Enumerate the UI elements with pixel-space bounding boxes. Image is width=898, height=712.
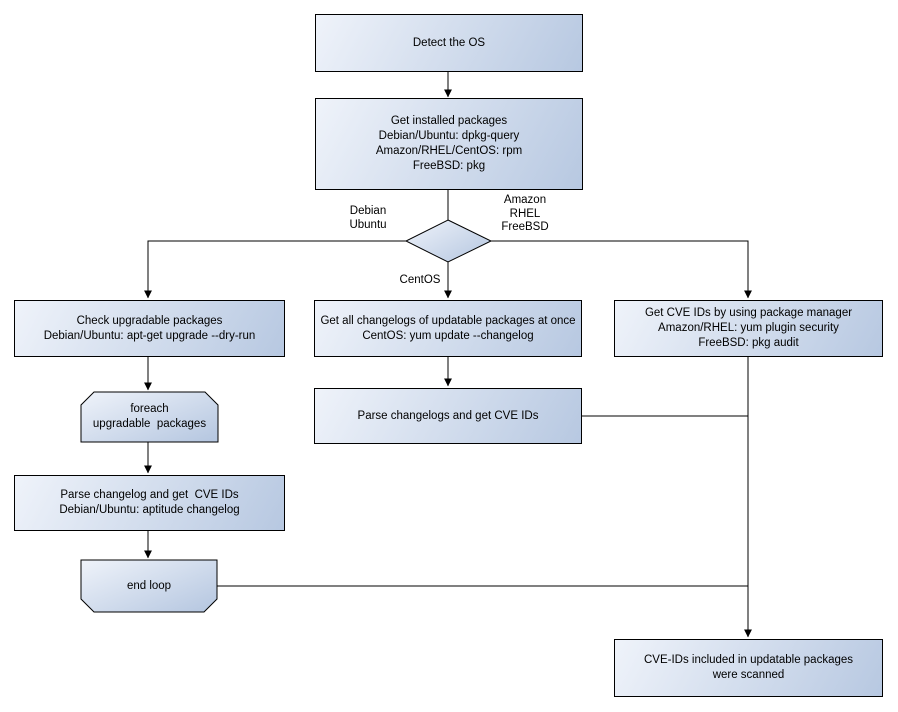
node-get-cve-ids-label: Get CVE IDs by using package manager Ama… bbox=[644, 307, 853, 349]
node-detect-os: Detect the OS bbox=[315, 14, 583, 72]
branch-label-debian-ubuntu: Debian Ubuntu bbox=[349, 205, 387, 231]
node-get-installed-packages-label: Get installed packages Debian/Ubuntu: dp… bbox=[375, 115, 523, 172]
branch-label-centos: CentOS bbox=[399, 274, 441, 286]
node-get-all-changelogs-label: Get all changelogs of updatable packages… bbox=[320, 314, 576, 342]
decision-diamond bbox=[404, 219, 493, 263]
node-scanned-result: CVE-IDs included in updatable packages w… bbox=[614, 639, 883, 697]
node-parse-changelogs-label: Parse changelogs and get CVE IDs bbox=[357, 409, 539, 422]
node-get-cve-ids: Get CVE IDs by using package manager Ama… bbox=[614, 300, 883, 357]
node-parse-changelogs: Parse changelogs and get CVE IDs bbox=[314, 388, 582, 444]
node-detect-os-label: Detect the OS bbox=[412, 36, 486, 49]
node-check-upgradable-packages: Check upgradable packages Debian/Ubuntu:… bbox=[14, 300, 285, 357]
edge-decision-to-get-cve-ids bbox=[491, 240, 752, 299]
branch-label-amazon-rhel-freebsd: Amazon RHEL FreeBSD bbox=[501, 194, 549, 233]
end-loop-shape bbox=[80, 559, 218, 613]
node-parse-changelog-label: Parse changelog and get CVE IDs Debian/U… bbox=[59, 489, 240, 516]
node-parse-changelog: Parse changelog and get CVE IDs Debian/U… bbox=[14, 475, 285, 531]
node-scanned-result-label: CVE-IDs included in updatable packages w… bbox=[643, 654, 854, 681]
edge-decision-to-check-upgradable bbox=[144, 240, 406, 299]
node-check-upgradable-packages-label: Check upgradable packages Debian/Ubuntu:… bbox=[43, 314, 256, 342]
node-get-installed-packages: Get installed packages Debian/Ubuntu: dp… bbox=[315, 98, 583, 190]
foreach-loop-shape bbox=[80, 391, 219, 443]
node-get-all-changelogs: Get all changelogs of updatable packages… bbox=[314, 300, 582, 357]
